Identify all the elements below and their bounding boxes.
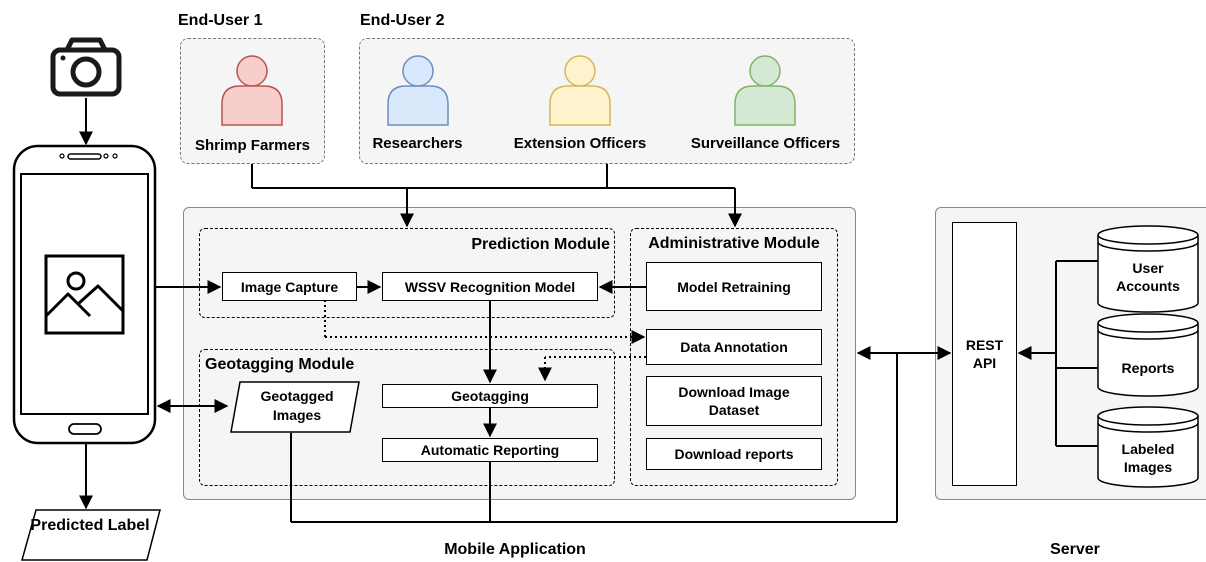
automatic-reporting-box: Automatic Reporting [382, 438, 598, 462]
geotagged-images-label: Geotagged Images [260, 388, 334, 423]
geotagging-module-title: Geotagging Module [205, 356, 355, 373]
database-icon [1097, 313, 1199, 397]
end-user-1-title: End-User 1 [178, 12, 263, 29]
database-icon [1097, 406, 1199, 488]
administrative-module-title: Administrative Module [648, 235, 820, 252]
prediction-module [199, 228, 615, 318]
end-user-2-title: End-User 2 [360, 12, 445, 29]
image-capture-box: Image Capture [222, 272, 357, 301]
user-label-researchers: Researchers [372, 135, 463, 152]
user-label-surveillance-officers: Surveillance Officers [690, 135, 841, 152]
geotagged-images-shape: Geotagged Images [230, 381, 360, 433]
user-label-shrimp-farmers: Shrimp Farmers [194, 137, 311, 154]
model-retraining-box: Model Retraining [646, 262, 822, 311]
predicted-label-shape [21, 509, 161, 561]
db-labeled-images-label: Labeled Images [1121, 441, 1175, 475]
user-icon [734, 55, 796, 126]
geotagging-box: Geotagging [382, 384, 598, 408]
download-image-dataset-box: Download Image Dataset [646, 376, 822, 426]
smartphone-icon [12, 144, 157, 445]
mobile-application-label: Mobile Application [444, 541, 586, 558]
predicted-label-text: Predicted Label [30, 517, 150, 534]
image-icon [44, 254, 125, 335]
user-icon [221, 55, 283, 126]
db-reports-label: Reports [1121, 360, 1175, 376]
data-annotation-box: Data Annotation [646, 329, 822, 365]
wssv-recognition-model-box: WSSV Recognition Model [382, 272, 598, 301]
user-label-extension-officers: Extension Officers [513, 135, 647, 152]
prediction-module-title: Prediction Module [471, 236, 610, 253]
user-icon [387, 55, 449, 126]
rest-api-box: REST API [952, 222, 1017, 486]
db-user-accounts-label: User Accounts [1116, 260, 1180, 294]
server-label: Server [1050, 541, 1100, 558]
camera-icon [50, 37, 122, 97]
database-icon [1097, 225, 1199, 313]
geotagging-module [199, 349, 615, 486]
download-reports-box: Download reports [646, 438, 822, 470]
user-icon [549, 55, 611, 126]
